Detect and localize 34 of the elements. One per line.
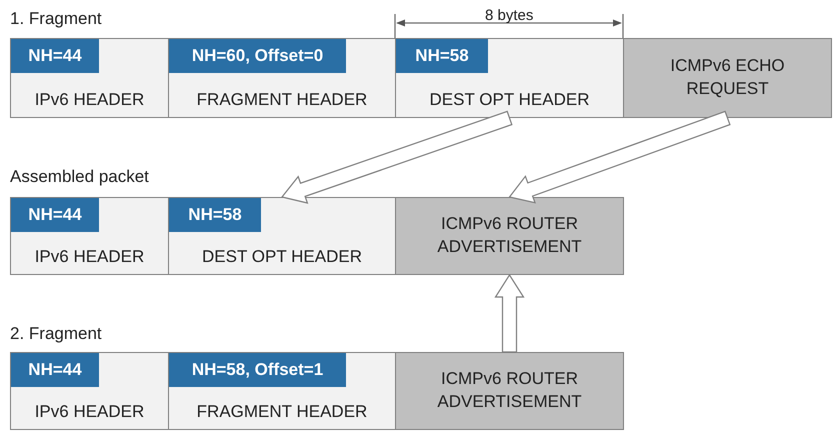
header-field bbox=[10, 352, 169, 430]
header-field bbox=[168, 352, 396, 430]
section-heading: 2. Fragment bbox=[10, 324, 102, 344]
next-header-tag: NH=44 bbox=[11, 198, 99, 232]
section-heading: Assembled packet bbox=[10, 167, 149, 187]
block-arrow bbox=[280, 110, 513, 204]
section-heading: 1. Fragment bbox=[10, 9, 102, 29]
field-name: ICMPv6 ROUTER ADVERTISEMENT bbox=[436, 368, 583, 413]
field-name: DEST OPT HEADER bbox=[428, 90, 590, 110]
header-field bbox=[395, 38, 624, 118]
field-name: IPv6 HEADER bbox=[34, 90, 146, 110]
field-name: IPv6 HEADER bbox=[34, 247, 146, 267]
field-name: ICMPv6 ECHO REQUEST bbox=[669, 55, 786, 100]
payload-field bbox=[395, 197, 624, 275]
next-header-tag: NH=44 bbox=[11, 353, 99, 387]
payload-field bbox=[395, 352, 624, 430]
next-header-tag: NH=58 bbox=[396, 39, 488, 73]
next-header-tag: NH=44 bbox=[11, 39, 99, 73]
header-field bbox=[168, 197, 396, 275]
header-field bbox=[10, 38, 169, 118]
field-name: IPv6 HEADER bbox=[34, 402, 146, 422]
next-header-tag: NH=60, Offset=0 bbox=[169, 39, 346, 73]
block-arrow bbox=[494, 274, 525, 353]
dimension-label: 8 bytes bbox=[485, 7, 534, 24]
next-header-tag: NH=58 bbox=[169, 198, 261, 232]
next-header-tag: NH=58, Offset=1 bbox=[169, 353, 346, 387]
payload-field bbox=[623, 38, 832, 118]
field-name: FRAGMENT HEADER bbox=[196, 402, 368, 422]
header-field bbox=[10, 197, 169, 275]
field-name: DEST OPT HEADER bbox=[201, 247, 363, 267]
header-field bbox=[168, 38, 396, 118]
field-name: FRAGMENT HEADER bbox=[196, 90, 368, 110]
block-arrow bbox=[508, 110, 731, 204]
field-name: ICMPv6 ROUTER ADVERTISEMENT bbox=[436, 213, 583, 258]
